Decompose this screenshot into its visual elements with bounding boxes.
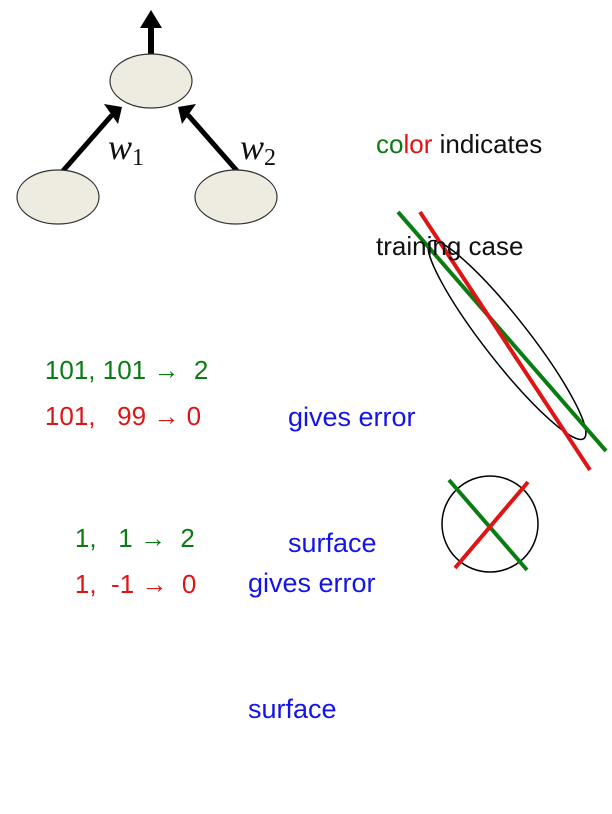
weight-label-w1: w1	[108, 127, 145, 171]
elongated-error-surface	[396, 210, 608, 472]
legend-color-word-red: lor	[403, 129, 433, 159]
green-constraint-line-small	[447, 478, 529, 572]
input-node-1	[16, 169, 100, 225]
connection-w2-arrow	[178, 104, 240, 174]
small-caption-line-2: surface	[248, 694, 337, 724]
large-case-red-target: 0	[186, 401, 202, 431]
legend-color-word-green: co	[376, 129, 404, 159]
small-case-green-inputs: 1, 1	[74, 523, 133, 553]
small-case-red-inputs: 1, -1	[74, 569, 135, 599]
small-case-red: 1, -1 → 0	[46, 530, 196, 638]
large-case-caption: gives error surface	[288, 312, 416, 648]
large-case-green-target: 2	[193, 355, 209, 385]
circular-contour	[441, 475, 539, 573]
diagram: w1 w2 color indicates training case 101,…	[16, 10, 608, 724]
green-constraint-line-large	[396, 210, 608, 453]
small-case-red-arrow: →	[141, 569, 168, 599]
legend: color indicates training case	[376, 59, 542, 331]
diagram-graphics	[16, 10, 608, 573]
small-case-green: 1, 1 → 2	[46, 484, 195, 592]
small-case-red-target: 0	[181, 569, 197, 599]
red-constraint-line-large	[418, 210, 592, 472]
large-caption-line-2: surface	[288, 528, 377, 558]
large-case-red-inputs: 101, 99	[44, 401, 147, 431]
legend-line-2: training case	[376, 231, 524, 261]
connection-w1-arrow	[60, 104, 122, 174]
large-case-green: 101, 101 → 2	[16, 316, 208, 424]
output-node	[109, 53, 193, 109]
large-case-green-inputs: 101, 101	[44, 355, 147, 385]
legend-rest: indicates	[432, 129, 543, 159]
large-caption-line-1: gives error	[288, 402, 416, 432]
circular-error-surface	[441, 475, 539, 573]
red-constraint-line-small	[453, 480, 530, 570]
large-case-red: 101, 99 → 0	[16, 362, 201, 470]
large-case-red-arrow: →	[153, 401, 180, 431]
legend-line-1: color indicates	[376, 127, 542, 161]
elongated-contour-ellipse	[427, 239, 587, 441]
small-case-green-arrow: →	[139, 523, 166, 553]
output-arrow	[140, 10, 162, 55]
small-case-caption: gives error surface	[248, 478, 376, 814]
input-node-2	[194, 169, 278, 225]
weight-label-w2: w2	[240, 127, 277, 171]
small-case-green-target: 2	[180, 523, 195, 553]
small-caption-line-1: gives error	[248, 568, 376, 598]
large-case-green-arrow: →	[153, 355, 180, 385]
